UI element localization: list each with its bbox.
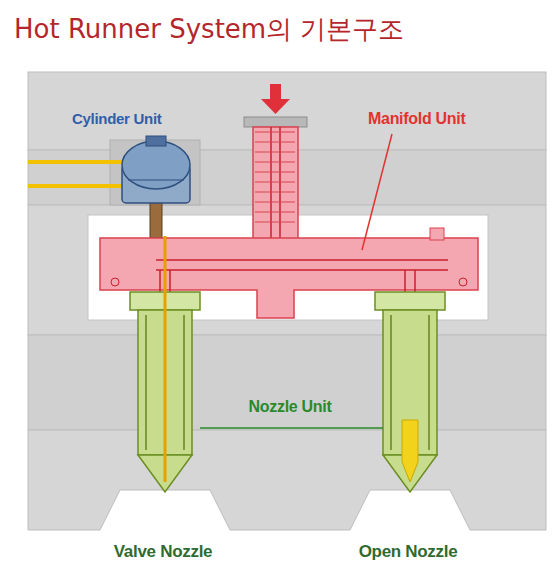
leader-lines-part xyxy=(200,427,383,429)
injection-arrow xyxy=(261,84,290,114)
open-nozzle xyxy=(375,292,445,492)
hydraulic-hoses-part xyxy=(28,184,125,188)
nozzle-type-label: Open Nozzle xyxy=(359,542,458,562)
hydraulic-hoses-part xyxy=(28,160,125,164)
manifold-unit-part xyxy=(169,270,171,292)
sprue-bushing-part xyxy=(253,127,298,239)
manifold-unit-part xyxy=(156,269,448,271)
valve-nozzle xyxy=(130,236,200,492)
mold-plates-part xyxy=(28,335,546,430)
open-nozzle-part xyxy=(390,315,392,450)
sprue-bushing-part xyxy=(244,117,307,127)
open-nozzle-part xyxy=(402,420,418,482)
part-label: Nozzle Unit xyxy=(249,398,332,416)
part-label: Cylinder Unit xyxy=(72,110,161,127)
manifold-unit-part xyxy=(159,270,161,292)
manifold-unit-part xyxy=(404,270,406,292)
cylinder-unit xyxy=(122,136,190,238)
leader-lines xyxy=(200,134,392,428)
mold-plates-part xyxy=(28,430,546,530)
mold-plates xyxy=(28,72,546,530)
manifold-unit-part xyxy=(459,278,467,286)
cylinder-unit-part xyxy=(128,180,184,181)
sprue-bushing-part xyxy=(255,132,295,222)
manifold-unit-part xyxy=(430,228,444,240)
injection-arrow-part xyxy=(270,84,281,100)
hydraulic-hoses xyxy=(28,162,125,186)
cylinder-unit-part xyxy=(122,141,190,189)
valve-nozzle-part xyxy=(183,315,185,450)
manifold-unit-part xyxy=(100,238,478,318)
manifold-unit xyxy=(100,228,478,318)
mold-plates-part xyxy=(110,140,200,205)
leader-lines-part xyxy=(362,134,392,250)
manifold-unit-part xyxy=(414,270,416,292)
valve-nozzle-part xyxy=(145,315,147,450)
open-nozzle-part xyxy=(375,292,445,310)
cylinder-unit-part xyxy=(146,136,166,146)
part-label: Manifold Unit xyxy=(368,110,465,128)
nozzle-type-label: Valve Nozzle xyxy=(114,542,212,562)
valve-nozzle-part xyxy=(164,236,167,482)
manifold-unit-part xyxy=(111,278,119,286)
open-nozzle-part xyxy=(428,315,430,450)
manifold-unit-part xyxy=(156,259,448,261)
page-title: Hot Runner System의 기본구조 xyxy=(14,12,404,47)
injection-arrow-part xyxy=(261,99,290,114)
cylinder-unit-part xyxy=(150,200,162,238)
